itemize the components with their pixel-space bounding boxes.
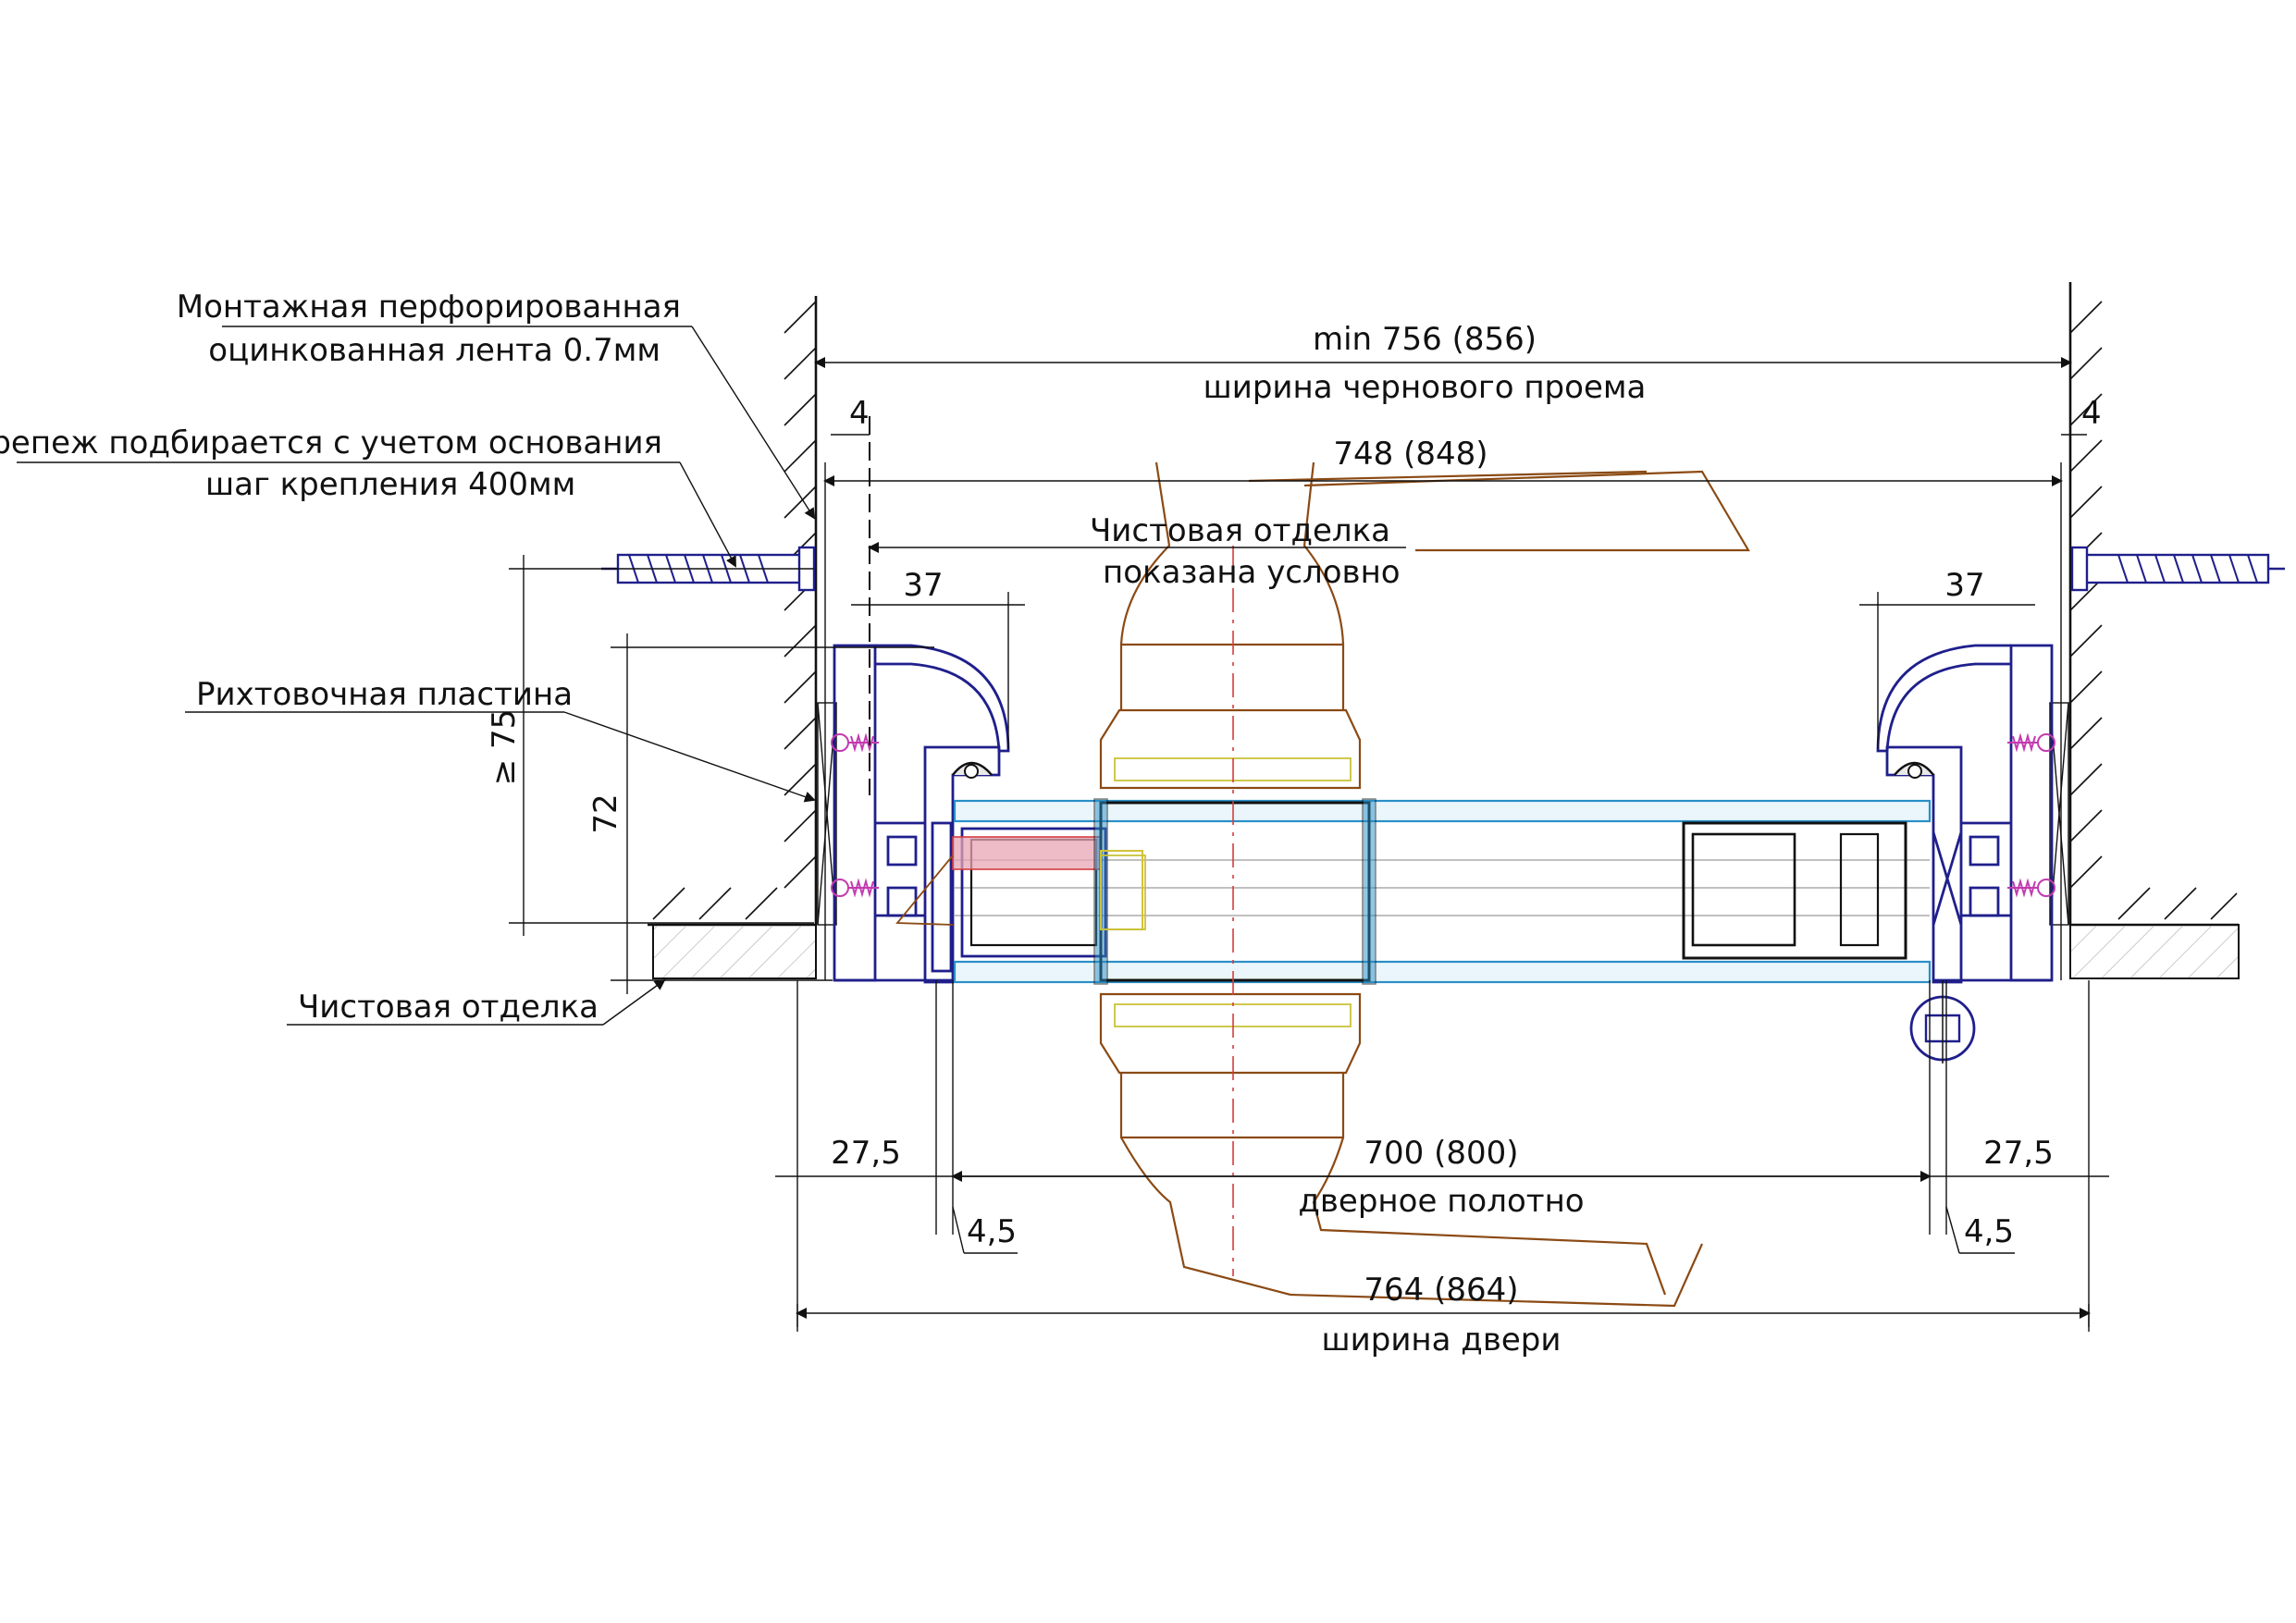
dimension-leaf	[775, 980, 2109, 1327]
left-wall	[648, 296, 818, 927]
dimension-gap-left	[831, 416, 1406, 795]
hinge-knuckle-icon	[1909, 980, 1976, 1064]
fastener-note-line1: Крепеж подбирается с учетом основания	[0, 424, 662, 461]
finish-note-line1: Чистовая отделка	[1090, 512, 1390, 549]
pink-screw-right-lower-icon	[2007, 878, 2055, 898]
finish-board-left	[652, 924, 817, 979]
dimension-door-width	[796, 1304, 2091, 1332]
tape-note-line1: Монтажная перфорированная	[177, 289, 681, 326]
min-height-value: ≥ 75	[486, 709, 523, 786]
clearance-right-value: 4,5	[1964, 1213, 2014, 1250]
finish-board-right	[2069, 924, 2240, 979]
frame-outer-value: 748 (848)	[1333, 436, 1487, 473]
dimension-depth-right	[1859, 592, 2035, 749]
tape-note-line2: оцинкованная лента 0.7мм	[208, 332, 660, 369]
leader-lines	[17, 326, 816, 1026]
clearance-left-value: 4,5	[967, 1213, 1017, 1250]
depth-left-value: 37	[903, 567, 943, 604]
side-left-value: 27,5	[831, 1135, 901, 1172]
leaf-caption: дверное полотно	[1298, 1183, 1584, 1220]
dimension-frame-outer	[823, 462, 2063, 980]
depth-right-value: 37	[1944, 567, 1984, 604]
door-width-caption: ширина двери	[1322, 1322, 1562, 1359]
shim-plate-note: Рихтовочная пластина	[196, 676, 573, 713]
pink-screw-left-upper-icon	[831, 732, 879, 753]
fastener-note-line2: шаг крепления 400мм	[205, 466, 575, 503]
leaf-value: 700 (800)	[1364, 1135, 1518, 1172]
dimension-height-left	[509, 555, 934, 994]
gap-right-value: 4	[2081, 395, 2102, 432]
finish-bottom-note: Чистовая отделка	[298, 989, 599, 1026]
height-value: 72	[587, 793, 624, 833]
door-leaf	[895, 798, 1932, 985]
pink-screw-left-lower-icon	[831, 878, 879, 898]
shim-plate-left	[817, 702, 837, 926]
pink-screw-right-upper-icon	[2007, 732, 2055, 753]
finish-note-line2: показана условно	[1103, 554, 1401, 591]
rough-opening-caption: ширина чернового проема	[1204, 369, 1647, 406]
shim-plate-right	[2049, 702, 2069, 926]
right-wall	[2068, 282, 2239, 927]
anchor-screw-right-icon	[2070, 546, 2285, 592]
dimension-depth-left	[851, 592, 1025, 749]
seal-left-icon	[952, 761, 993, 779]
side-right-value: 27,5	[1983, 1135, 2054, 1172]
seal-right-icon	[1894, 761, 1934, 779]
door-width-value: 764 (864)	[1364, 1272, 1518, 1309]
rough-opening-value: min 756 (856)	[1313, 321, 1537, 358]
gap-left-value: 4	[849, 395, 870, 432]
